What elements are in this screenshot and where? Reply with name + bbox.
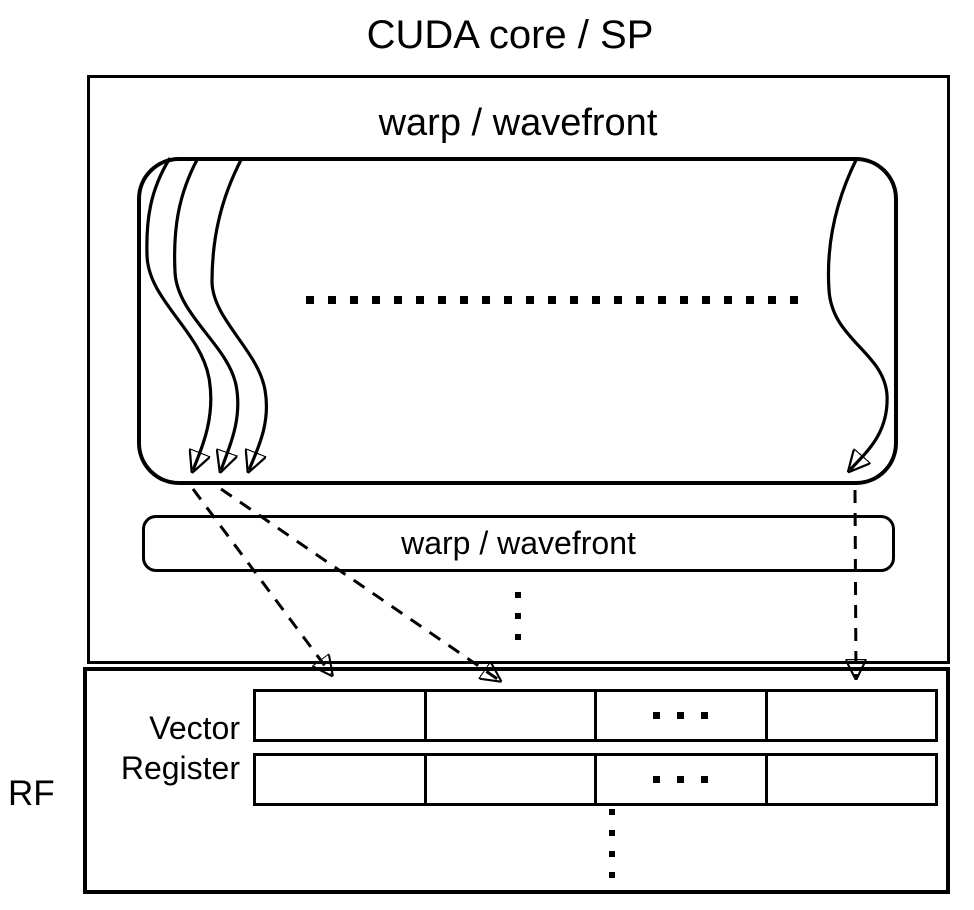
register-cell	[594, 756, 765, 803]
rf-label: RF	[8, 774, 55, 813]
active-warp-label: warp / wavefront	[378, 102, 658, 144]
register-cell	[594, 692, 765, 739]
queued-warp-box: warp / wavefront	[142, 515, 895, 572]
register-cell	[764, 692, 936, 739]
register-cell	[423, 756, 595, 803]
vector-register-row-1	[253, 689, 938, 742]
register-cell	[256, 756, 424, 803]
register-cell	[423, 692, 595, 739]
register-ellipsis-dots	[652, 712, 709, 719]
vector-register-label-line1: Vector	[149, 710, 240, 746]
vector-register-label: Vector Register	[70, 708, 240, 788]
queued-warp-label: warp / wavefront	[401, 525, 636, 561]
register-cell	[256, 692, 424, 739]
register-ellipsis-dots	[652, 776, 709, 783]
register-file-box	[83, 667, 950, 894]
diagram-title: CUDA core / SP	[366, 13, 654, 57]
vector-register-row-2	[253, 753, 938, 806]
vector-register-label-line2: Register	[120, 750, 240, 786]
register-cell	[764, 756, 936, 803]
cuda-core-box	[87, 75, 950, 664]
more-registers-ellipsis-dots	[609, 809, 615, 879]
queued-warps-ellipsis-dots	[515, 592, 521, 642]
thread-lanes-ellipsis-dots	[306, 296, 798, 304]
active-warp-container	[137, 157, 898, 485]
